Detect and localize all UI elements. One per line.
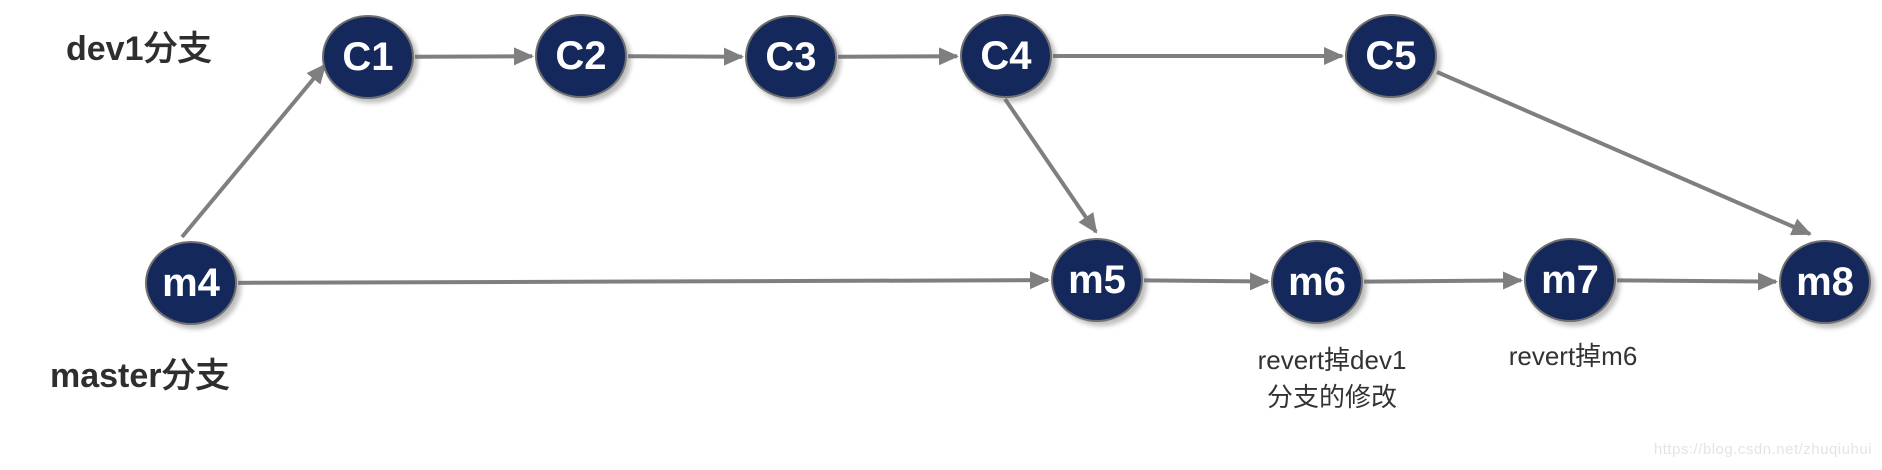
annotation-line: 分支的修改	[1266, 382, 1397, 412]
commit-node-label: C2	[555, 34, 607, 78]
edge-C1-to-C2	[414, 47, 535, 66]
commit-node-label: m4	[162, 261, 220, 305]
branch-label-master: master分支	[50, 357, 230, 395]
commit-node-m7: m7	[1524, 238, 1616, 322]
edge-C2-to-C3	[627, 47, 745, 66]
edge-m4-to-C1	[180, 63, 327, 239]
commit-node-C3: C3	[745, 15, 837, 99]
commit-node-m8: m8	[1779, 240, 1871, 324]
commit-node-label: m7	[1541, 258, 1599, 302]
commit-node-label: C5	[1365, 34, 1417, 78]
edge-m4-to-m5	[237, 271, 1051, 290]
edge-m6-to-m7	[1363, 271, 1524, 290]
commit-node-C2: C2	[535, 14, 627, 98]
commit-node-label: C3	[765, 35, 817, 79]
commit-node-m6: m6	[1271, 240, 1363, 324]
commit-node-label: C1	[342, 35, 394, 79]
commit-node-label: m8	[1796, 260, 1854, 304]
commit-node-m5: m5	[1051, 238, 1143, 322]
edge-C5-to-m8	[1436, 70, 1812, 236]
commit-node-C5: C5	[1345, 14, 1437, 98]
annotation-revert-m6: revert掉m6	[1508, 341, 1638, 371]
commit-node-label: m6	[1288, 260, 1346, 304]
commit-node-label: m5	[1068, 258, 1126, 302]
annotation-line: revert掉dev1	[1257, 345, 1407, 375]
watermark-url: https://blog.csdn.net/zhuqiuhui	[1653, 441, 1872, 458]
branch-label-dev1: dev1分支	[66, 30, 212, 68]
edge-m5-to-m6	[1143, 272, 1271, 291]
commit-node-m4: m4	[145, 241, 237, 325]
edge-m7-to-m8	[1616, 272, 1779, 291]
commit-node-C1: C1	[322, 15, 414, 99]
commit-node-label: C4	[980, 34, 1032, 78]
edge-C4-to-m5	[1003, 97, 1098, 234]
edge-C3-to-C4	[837, 47, 960, 66]
annotation-revert-dev1: revert掉dev1 分支的修改	[1258, 342, 1407, 416]
commit-node-C4: C4	[960, 14, 1052, 98]
